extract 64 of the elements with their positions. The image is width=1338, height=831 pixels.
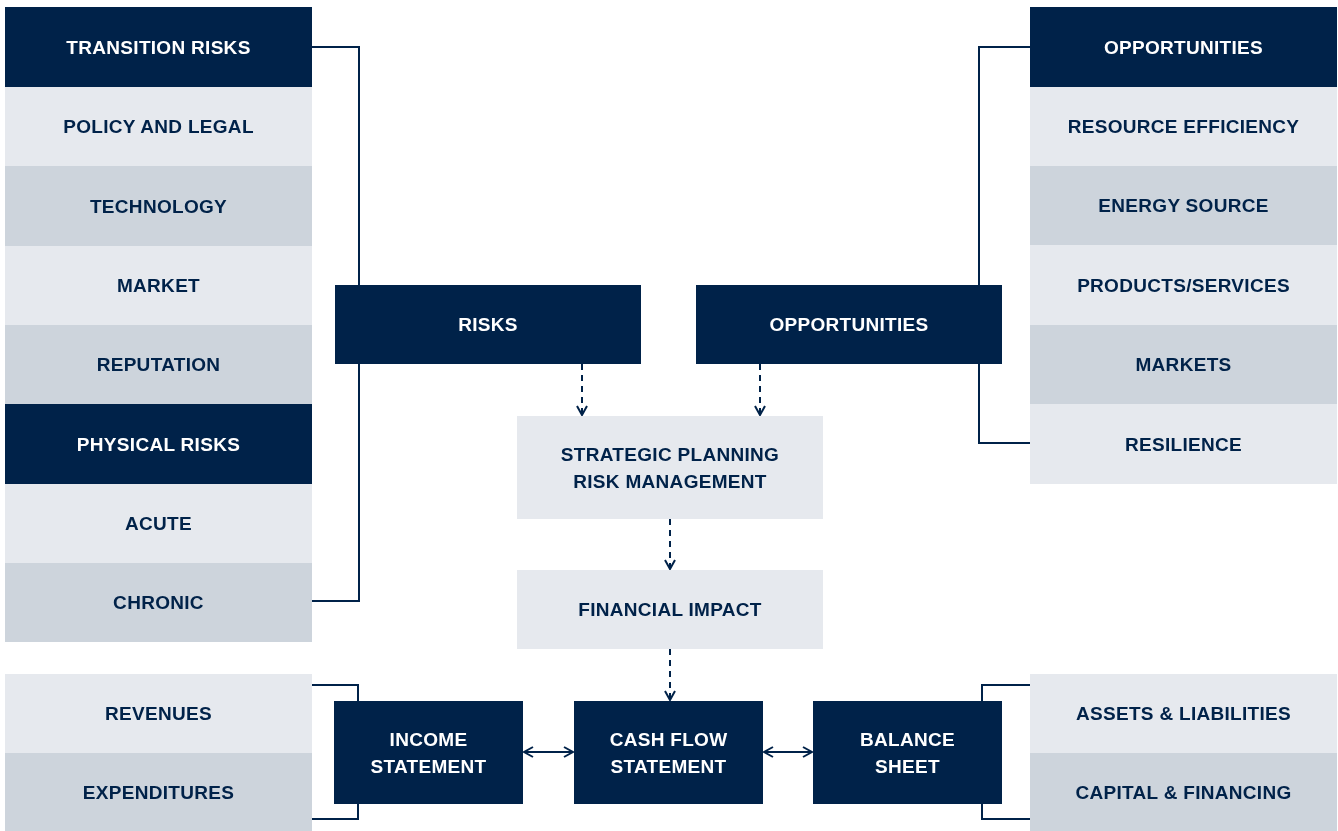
box-label: RESOURCE EFFICIENCY bbox=[1067, 115, 1300, 139]
box-label: EXPENDITURES bbox=[82, 780, 235, 805]
category-box bbox=[5, 325, 312, 404]
box-label: OPPORTUNITIES bbox=[1103, 35, 1264, 60]
connector-line bbox=[981, 684, 1031, 702]
box-label: INCOME STATEMENT bbox=[369, 727, 488, 779]
heading-box bbox=[5, 404, 312, 484]
category-box bbox=[5, 246, 312, 325]
heading-box bbox=[335, 285, 641, 364]
category-box bbox=[5, 87, 312, 166]
category-box bbox=[517, 416, 823, 519]
box-label: OPPORTUNITIES bbox=[769, 313, 929, 337]
box-label: CASH FLOW STATEMENT bbox=[608, 727, 729, 779]
category-box bbox=[1030, 166, 1337, 245]
box-label: RISKS bbox=[458, 313, 518, 337]
arrow bbox=[664, 648, 676, 701]
arrow bbox=[664, 518, 676, 570]
connector-line bbox=[311, 46, 360, 286]
box-label: RESILIENCE bbox=[1125, 432, 1242, 457]
box-label: PHYSICAL RISKS bbox=[76, 432, 241, 457]
category-box bbox=[1030, 325, 1337, 404]
box-label: FINANCIAL IMPACT bbox=[578, 598, 762, 622]
category-box bbox=[1030, 245, 1337, 325]
connector-line bbox=[311, 803, 359, 820]
box-label: PRODUCTS/SERVICES bbox=[1077, 273, 1290, 298]
heading-box bbox=[5, 7, 312, 87]
heading-box bbox=[813, 701, 1002, 804]
connector-line bbox=[978, 363, 1031, 444]
box-label: TRANSITION RISKS bbox=[66, 35, 251, 60]
box-label: MARKET bbox=[116, 274, 201, 298]
arrow bbox=[763, 746, 813, 758]
category-box bbox=[5, 753, 312, 831]
box-label: CHRONIC bbox=[113, 591, 204, 615]
box-label: MARKETS bbox=[1135, 353, 1232, 377]
box-label: ACUTE bbox=[125, 512, 192, 536]
box-label: ASSETS & LIABILITIES bbox=[1076, 702, 1291, 726]
connector-line bbox=[311, 684, 359, 702]
category-box bbox=[1030, 404, 1337, 484]
category-box bbox=[5, 484, 312, 563]
arrow bbox=[523, 746, 574, 758]
box-label: POLICY AND LEGAL bbox=[63, 115, 254, 139]
box-label: REPUTATION bbox=[96, 353, 221, 377]
box-label: CAPITAL & FINANCING bbox=[1075, 780, 1292, 805]
arrow bbox=[576, 363, 588, 416]
heading-box bbox=[1030, 7, 1337, 87]
box-label: REVENUES bbox=[105, 702, 212, 726]
heading-box bbox=[696, 285, 1002, 364]
category-box bbox=[1030, 674, 1337, 753]
box-label: STRATEGIC PLANNING RISK MANAGEMENT bbox=[559, 442, 781, 494]
category-box bbox=[5, 166, 312, 246]
connector-line bbox=[981, 803, 1031, 820]
box-label: BALANCE SHEET bbox=[859, 727, 956, 779]
connector-line bbox=[311, 363, 360, 602]
heading-box bbox=[334, 701, 523, 804]
category-box bbox=[5, 674, 312, 753]
arrow bbox=[754, 363, 766, 416]
connector-line bbox=[978, 46, 1031, 286]
heading-box bbox=[574, 701, 763, 804]
box-label: TECHNOLOGY bbox=[89, 194, 228, 219]
category-box bbox=[5, 563, 312, 642]
category-box bbox=[1030, 87, 1337, 166]
box-label: ENERGY SOURCE bbox=[1098, 194, 1269, 218]
category-box bbox=[1030, 753, 1337, 831]
category-box bbox=[517, 570, 823, 649]
